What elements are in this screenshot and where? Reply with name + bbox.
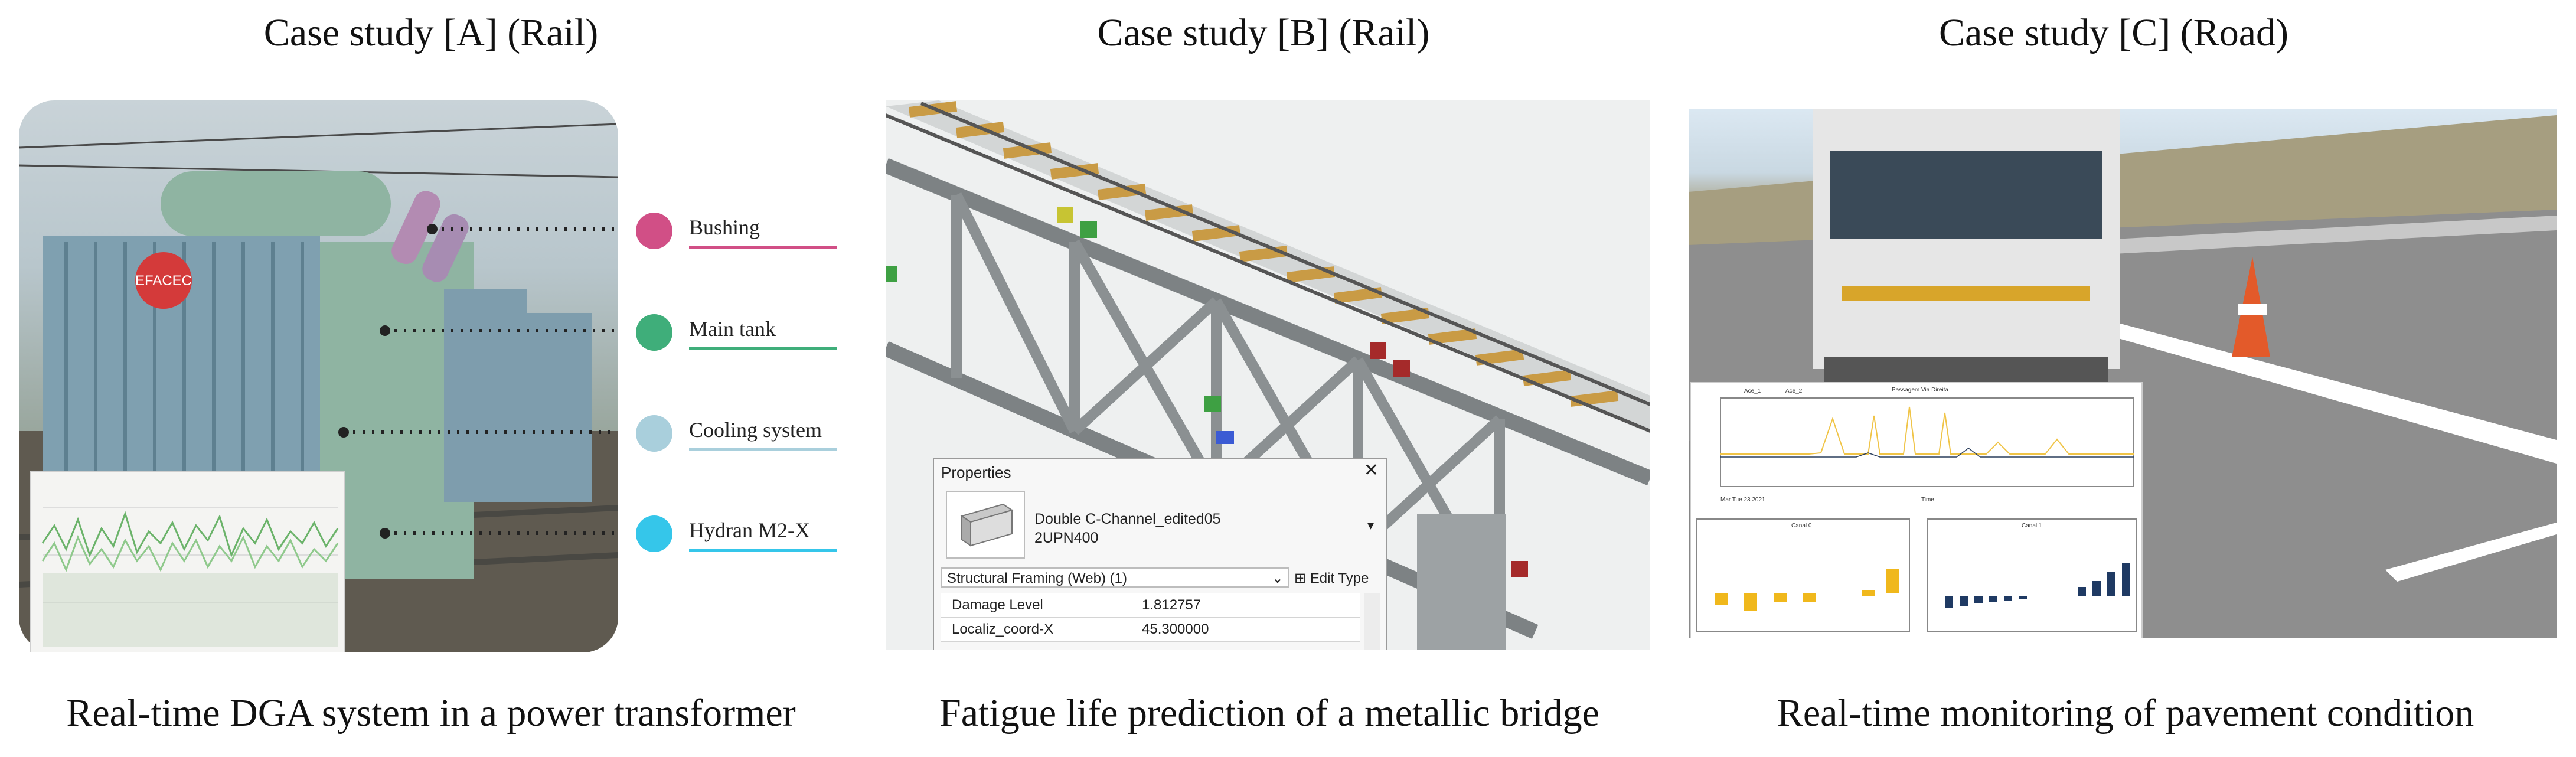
- case-b-caption: Fatigue life prediction of a metallic br…: [939, 691, 1599, 735]
- gas-trend-chart: [30, 471, 345, 652]
- category-select[interactable]: Structural Framing (Web) (1) ⌄: [941, 567, 1289, 588]
- main-tank-marker: [636, 314, 672, 351]
- case-a-caption: Real-time DGA system in a power transfor…: [66, 691, 796, 735]
- legend-hydran: Hydran M2-X: [636, 515, 837, 557]
- category-value: Structural Framing (Web) (1): [947, 570, 1127, 586]
- legend-bushing: Bushing: [636, 213, 837, 254]
- table-row[interactable]: Damage Level 1.812757: [941, 593, 1360, 618]
- monitoring-dashboard: Passagem Via Direita Ace_1 Ace_2 Mar Tue…: [1690, 382, 2143, 638]
- case-c-title: Case study [C] (Road): [1938, 11, 2289, 54]
- main-tank-label: Main tank: [689, 317, 776, 341]
- case-a-title: Case study [A] (Rail): [263, 11, 599, 54]
- cooling-system-marker: [636, 415, 672, 452]
- case-b-figure: Properties ✕ Double C-Channel_edited05 2…: [886, 100, 1650, 650]
- row-key: Damage Level: [952, 597, 1043, 613]
- legend-main-tank: Main tank: [636, 314, 837, 355]
- bushing-underline: [689, 246, 837, 249]
- type-chevron-down-icon[interactable]: ▾: [1367, 518, 1374, 533]
- x-axis-label: Time: [1921, 497, 1934, 503]
- table-row[interactable]: Localiz_coord-X 45.300000: [941, 618, 1360, 642]
- right-chart-title: Canal 1: [2022, 523, 2042, 529]
- date-label: Mar Tue 23 2021: [1720, 497, 1765, 503]
- dashboard-top-title: Passagem Via Direita: [1892, 387, 1948, 393]
- bushing-marker: [636, 213, 672, 249]
- type-thumbnail: [946, 491, 1025, 559]
- chevron-down-icon: ⌄: [1271, 570, 1284, 586]
- hydran-label: Hydran M2-X: [689, 518, 810, 542]
- row-key: Localiz_coord-X: [952, 621, 1054, 637]
- main-tank-underline: [689, 347, 837, 350]
- family-name: Double C-Channel_edited05: [1034, 511, 1221, 527]
- edit-type-button[interactable]: ⊞ Edit Type: [1294, 570, 1369, 587]
- case-a-figure: EFACEC Bushing: [19, 100, 837, 652]
- case-c-caption: Real-time monitoring of pavement conditi…: [1777, 691, 2474, 735]
- legend-cooling-system: Cooling system: [636, 415, 837, 456]
- case-b-title: Case study [B] (Rail): [1097, 11, 1430, 54]
- type-name: 2UPN400: [1034, 530, 1099, 546]
- edit-type-icon: ⊞: [1294, 570, 1307, 586]
- hydran-underline: [689, 549, 837, 552]
- row-value: 45.300000: [1142, 621, 1209, 637]
- properties-header: Properties: [941, 464, 1011, 481]
- legend-ace-2: Ace_2: [1785, 388, 1803, 394]
- cooling-system-label: Cooling system: [689, 418, 822, 442]
- transformer-logo: EFACEC: [135, 273, 192, 289]
- cooling-system-underline: [689, 448, 837, 451]
- transformer-photo: EFACEC: [19, 100, 618, 652]
- properties-panel[interactable]: Properties ✕ Double C-Channel_edited05 2…: [933, 458, 1387, 650]
- close-icon[interactable]: ✕: [1363, 461, 1379, 480]
- edit-type-label: Edit Type: [1310, 570, 1369, 586]
- properties-table: Damage Level 1.812757 Localiz_coord-X 45…: [941, 593, 1360, 642]
- case-c-figure: Passagem Via Direita Ace_1 Ace_2 Mar Tue…: [1689, 109, 2557, 638]
- hydran-marker: [636, 515, 672, 552]
- scrollbar[interactable]: [1364, 593, 1380, 650]
- bushing-label: Bushing: [689, 216, 760, 239]
- left-chart-title: Canal 0: [1791, 523, 1812, 529]
- legend-ace-1: Ace_1: [1744, 388, 1761, 394]
- row-value: 1.812757: [1142, 597, 1202, 613]
